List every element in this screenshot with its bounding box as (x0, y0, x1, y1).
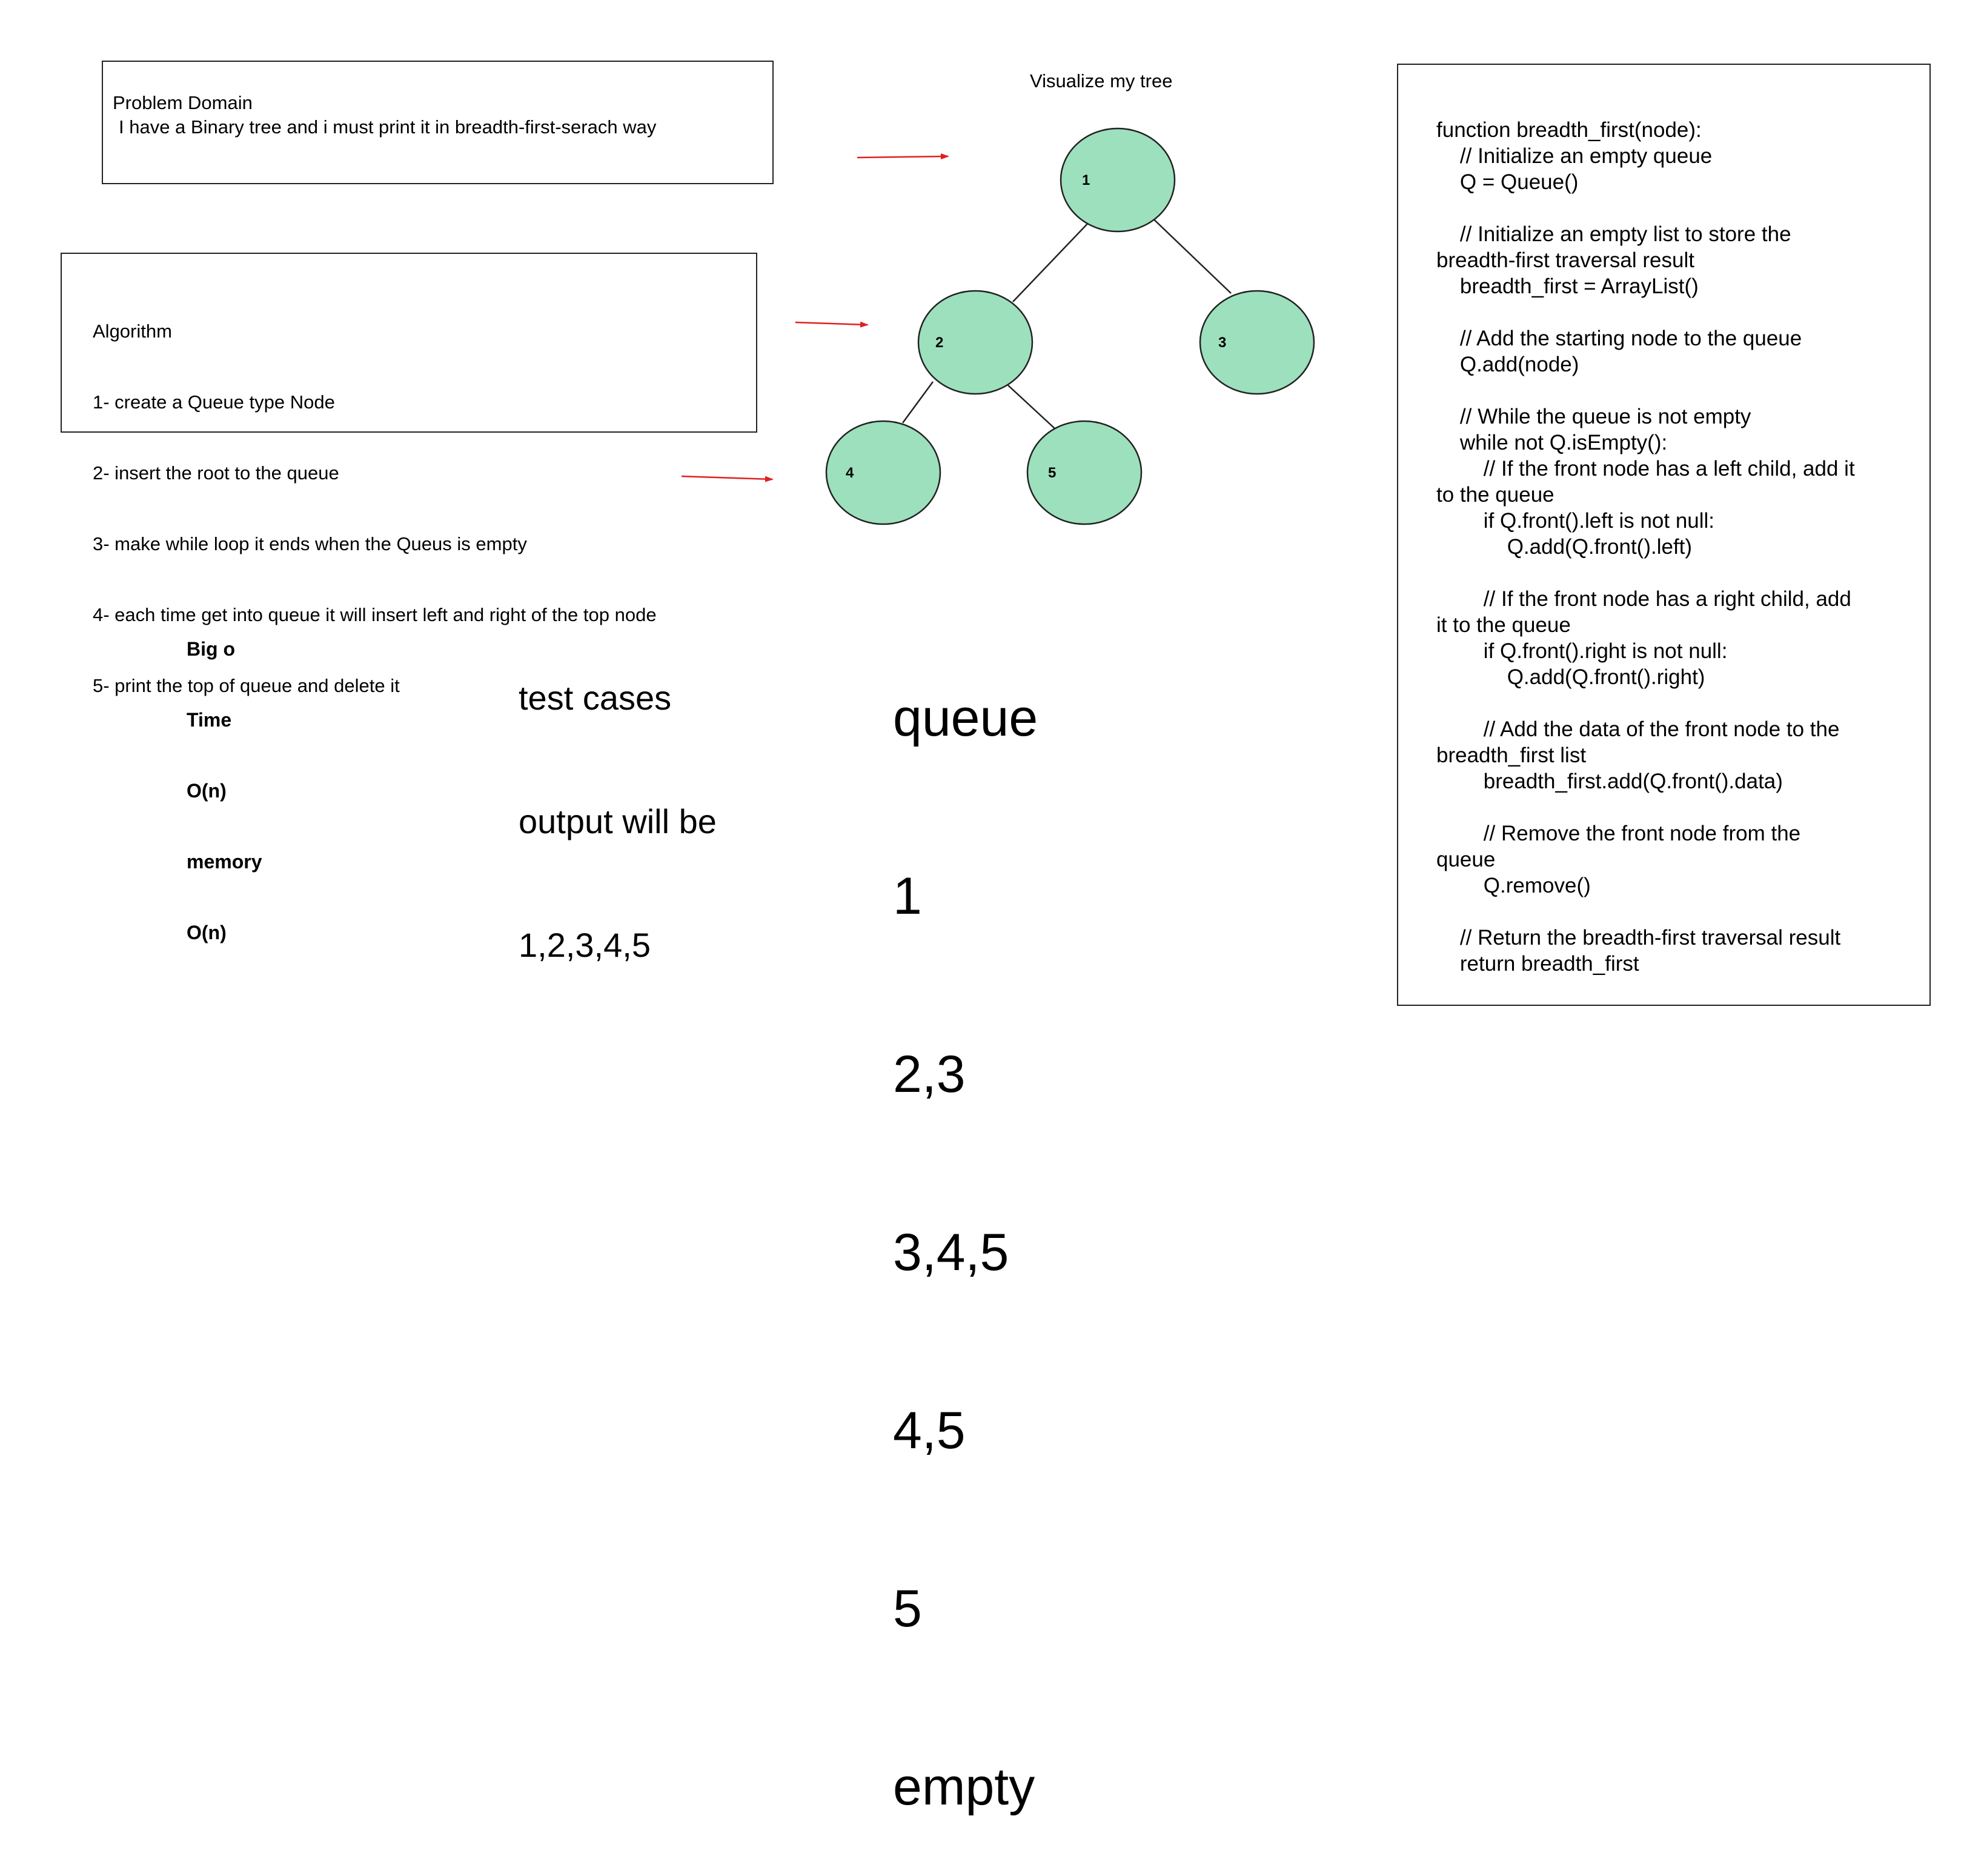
pseudocode-line: // If the front node has a left child, a… (1436, 457, 1855, 481)
time-value: O(n) (187, 780, 227, 802)
pseudocode-line: queue (1436, 848, 1496, 871)
pseudocode-line: breadth_first = ArrayList() (1436, 274, 1699, 298)
tree-title: Visualize my tree (1030, 70, 1173, 91)
tree-node-5: 5 (1026, 420, 1143, 525)
pointer-arrow-2 (795, 321, 869, 328)
tree-node-4: 4 (825, 420, 941, 525)
tree-edge-1-2 (1012, 219, 1092, 302)
pseudocode-line: breadth-first traversal result (1436, 248, 1694, 272)
test-cases-heading: test cases (519, 679, 672, 717)
queue-state: 1 (893, 867, 922, 925)
pseudocode-line: function breadth_first(node): (1436, 118, 1702, 142)
pseudocode-line (1436, 299, 1855, 325)
pseudocode-line (1436, 899, 1855, 925)
pseudocode-line (1436, 560, 1855, 586)
tree-node-1: 1 (1060, 127, 1176, 233)
algorithm-step: 1- create a Queue type Node (93, 391, 335, 413)
queue-state: 4,5 (893, 1402, 966, 1460)
pseudocode-line: breadth_first list (1436, 743, 1587, 767)
memory-value: O(n) (187, 922, 227, 943)
queue-state: 3,4,5 (893, 1223, 1009, 1282)
queue-heading: queue (893, 689, 1038, 747)
node-label: 1 (1082, 172, 1090, 188)
node-label: 5 (1048, 465, 1056, 481)
pseudocode-line (1436, 794, 1855, 820)
pseudocode-line: // Initialize an empty queue (1436, 144, 1713, 168)
pseudocode-line (1436, 195, 1855, 221)
pseudocode-box: function breadth_first(node): // Initial… (1397, 64, 1931, 1006)
problem-domain-title: Problem Domain (113, 92, 253, 113)
pseudocode-line: Q.add(node) (1436, 353, 1579, 376)
test-cases-output: 1,2,3,4,5 (519, 926, 651, 964)
pseudocode-line: if Q.front().left is not null: (1436, 509, 1715, 533)
algorithm-title: Algorithm (93, 321, 172, 342)
pseudocode-text: function breadth_first(node): // Initial… (1436, 117, 1855, 977)
problem-domain-description: I have a Binary tree and i must print it… (119, 116, 657, 138)
algorithm-step: 4- each time get into queue it will inse… (93, 604, 657, 625)
big-o-section: Big o Time O(n) memory O(n) (187, 590, 262, 968)
queue-state: 2,3 (893, 1045, 966, 1103)
queue-state: 5 (893, 1580, 922, 1638)
node-label: 3 (1218, 334, 1226, 351)
tree-diagram: 1 2 3 4 5 (681, 127, 1315, 525)
pseudocode-line (1436, 690, 1855, 716)
node-label: 4 (846, 465, 854, 481)
algorithm-box: Algorithm 1- create a Queue type Node 2-… (61, 253, 757, 696)
pointer-arrow-3 (681, 475, 774, 482)
pseudocode-line: breadth_first.add(Q.front().data) (1436, 770, 1783, 793)
test-cases-section: test cases output will be 1,2,3,4,5 (519, 595, 717, 1007)
problem-domain-box: Problem Domain I have a Binary tree and … (102, 61, 774, 184)
tree-edge-2-4 (901, 381, 934, 424)
pseudocode-line: Q.add(Q.front().right) (1436, 665, 1705, 689)
node-label: 2 (935, 334, 943, 351)
pseudocode-line: // Remove the front node from the (1436, 822, 1801, 845)
pseudocode-line: // Add the data of the front node to the (1436, 717, 1840, 741)
algorithm-step: 5- print the top of queue and delete it (93, 675, 400, 696)
queue-state: empty (893, 1758, 1035, 1816)
pseudocode-line: Q.remove() (1436, 874, 1591, 897)
pseudocode-line: while not Q.isEmpty(): (1436, 431, 1668, 454)
tree-node-2: 2 (917, 290, 1033, 395)
pseudocode-line: // While the queue is not empty (1436, 405, 1751, 428)
time-label: Time (187, 709, 232, 731)
queue-trace-section: queue 1 2,3 3,4,5 4,5 5 empty (893, 570, 1038, 1876)
test-cases-line: output will be (519, 802, 717, 840)
pseudocode-line (1436, 378, 1855, 404)
pseudocode-line: to the queue (1436, 483, 1554, 507)
pseudocode-line: // If the front node has a right child, … (1436, 587, 1851, 611)
pseudocode-line: Q = Queue() (1436, 170, 1579, 194)
algorithm-step: 2- insert the root to the queue (93, 462, 339, 484)
pseudocode-line: it to the queue (1436, 613, 1571, 637)
pseudocode-line: if Q.front().right is not null: (1436, 639, 1728, 663)
tree-edge-2-5 (1006, 384, 1056, 430)
pointer-arrow-1 (857, 153, 949, 160)
pseudocode-line: // Initialize an empty list to store the (1436, 222, 1791, 246)
pseudocode-line: // Return the breadth-first traversal re… (1436, 926, 1841, 950)
big-o-heading: Big o (187, 638, 235, 660)
tree-node-3: 3 (1199, 290, 1315, 395)
memory-label: memory (187, 851, 262, 873)
tree-edge-1-3 (1146, 211, 1232, 294)
pseudocode-line: // Add the starting node to the queue (1436, 327, 1802, 350)
pseudocode-line: Q.add(Q.front().left) (1436, 535, 1693, 559)
pseudocode-line: return breadth_first (1436, 952, 1639, 976)
algorithm-step: 3- make while loop it ends when the Queu… (93, 533, 527, 554)
